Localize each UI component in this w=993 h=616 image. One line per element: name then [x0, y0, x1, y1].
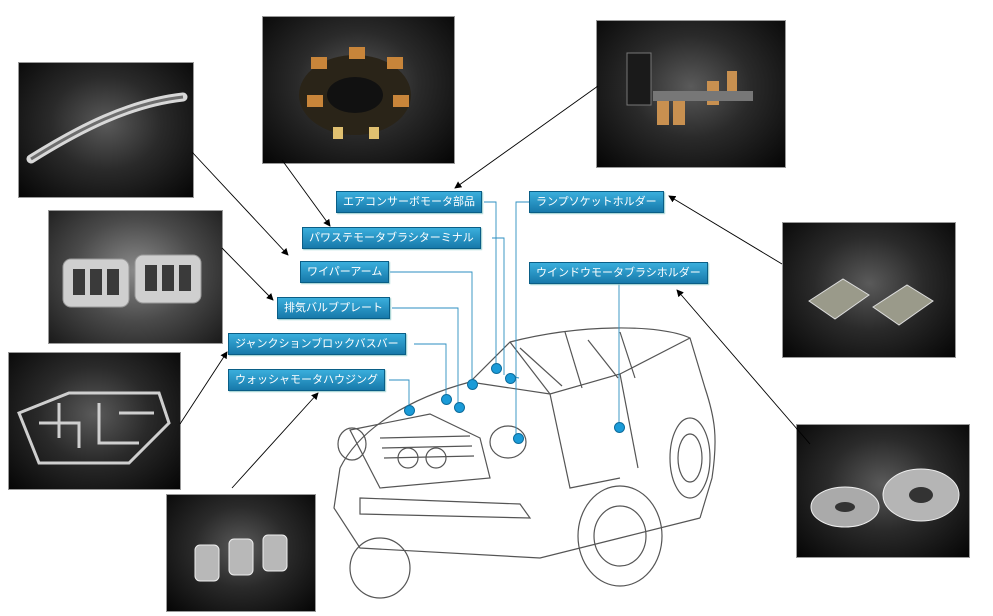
label-power-steering-brush-terminal: パワステモータブラシターミナル: [302, 227, 481, 249]
wiper-arm-photo: [18, 62, 194, 198]
wiper-dot: [467, 379, 478, 390]
label-wiper-arm: ワイパーアーム: [300, 261, 390, 283]
junction-busbar-photo: [8, 352, 181, 490]
label-exhaust-valve-plate: 排気バルブプレート: [277, 297, 390, 319]
exhaust-dot: [454, 402, 465, 413]
junction-dot: [441, 394, 452, 405]
washer-dot: [404, 405, 415, 416]
suv-line-drawing: [333, 327, 716, 599]
brush-holder-photo: [262, 16, 455, 164]
power-steering-dot: [505, 373, 516, 384]
window-dot: [614, 422, 625, 433]
lamp-dot: [513, 433, 524, 444]
window-motor-brush-holder-photo: [796, 424, 970, 558]
label-window-motor-brush-holder: ウインドウモータブラシホルダー: [529, 262, 708, 284]
label-washer-motor-housing: ウォッシャモータハウジング: [228, 369, 385, 391]
washer-motor-housing-photo: [166, 494, 316, 612]
label-lamp-socket-holder: ランプソケットホルダー: [529, 191, 664, 213]
exhaust-valve-plate-photo: [48, 210, 223, 344]
aircon-dot: [491, 363, 502, 374]
lamp-socket-holder-photo: [782, 222, 956, 358]
label-aircon-servo-parts: エアコンサーボモータ部品: [336, 191, 482, 213]
label-junction-block-busbar: ジャンクションブロックバスバー: [228, 333, 406, 355]
aircon-servo-part-photo: [596, 20, 786, 168]
